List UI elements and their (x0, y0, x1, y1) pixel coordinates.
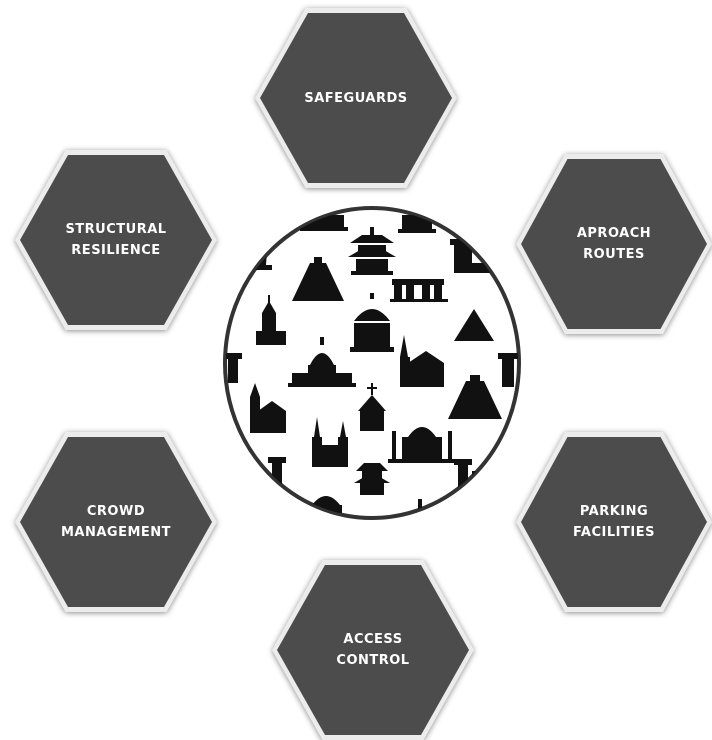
label-line-2: ROUTES (583, 247, 645, 262)
hexagon-label: SAFEGUARDS (255, 8, 457, 188)
label-line-2: CONTROL (336, 653, 410, 668)
hexagon-label: ACCESS CONTROL (272, 560, 474, 740)
pagoda-icon (354, 463, 390, 495)
hexagon-label: CROWD MANAGEMENT (15, 432, 217, 612)
pyramid-icon (292, 257, 344, 301)
hexagon-approach-routes: APROACH ROUTES (516, 154, 712, 334)
hexagon-access-control: ACCESS CONTROL (272, 560, 474, 740)
label-line-1: APROACH (576, 226, 652, 241)
label-line-2: RESILIENCE (71, 243, 161, 258)
church-icon (250, 383, 286, 433)
domed-capitol-icon (288, 337, 356, 387)
pyramid-icon (454, 309, 494, 341)
church-icon (358, 383, 386, 431)
temple-icon (350, 293, 394, 352)
taj-mahal-icon (388, 427, 456, 463)
landmarks-illustration (223, 206, 521, 520)
hexagon-label: STRUCTURAL RESILIENCE (15, 150, 217, 330)
hexagon-crowd-management: CROWD MANAGEMENT (15, 432, 217, 612)
lighthouse-icon (226, 353, 242, 383)
hexagon-label: APROACH ROUTES (516, 154, 712, 334)
hexagon-label: PARKING FACILITIES (516, 432, 712, 612)
lighthouse-icon (268, 457, 286, 489)
pyramid-icon (448, 375, 502, 419)
temple-icon (398, 215, 436, 233)
landmarks-circle (222, 205, 522, 521)
hexagon-safeguards: SAFEGUARDS (255, 8, 457, 188)
temple-icon (310, 496, 342, 513)
label-line-1: STRUCTURAL (65, 222, 167, 237)
church-icon (312, 417, 348, 467)
label-line-2: FACILITIES (573, 525, 655, 540)
hexagon-parking-facilities: PARKING FACILITIES (516, 432, 712, 612)
lighthouse-icon (498, 353, 518, 387)
label-line-1: ACCESS (343, 632, 403, 647)
pagoda-icon (348, 227, 396, 275)
stonehenge-icon (390, 279, 448, 302)
label-line-1: CROWD (86, 504, 146, 519)
label-line-2: MANAGEMENT (60, 525, 172, 540)
label-line-1: SAFEGUARDS (304, 90, 408, 106)
church-icon (400, 335, 444, 387)
label-line-1: PARKING (579, 504, 649, 519)
church-icon (256, 295, 286, 345)
hexagon-structural-resilience: STRUCTURAL RESILIENCE (15, 150, 217, 330)
